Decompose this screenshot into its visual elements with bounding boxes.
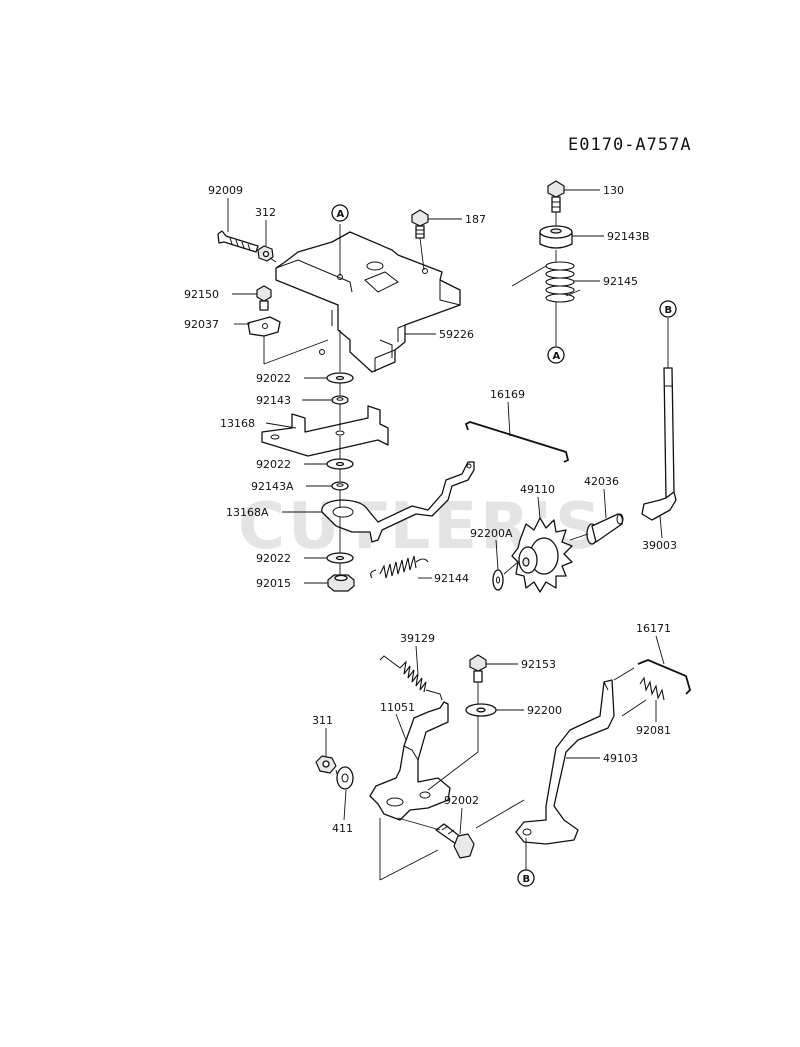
part-92002-bolt <box>435 823 475 859</box>
diagram-id: E0170-A757A <box>568 135 692 155</box>
label-92144: 92144 <box>434 572 469 585</box>
label-187: 187 <box>465 213 486 226</box>
part-411-washer <box>336 766 354 790</box>
part-92153-bolt <box>469 654 487 683</box>
part-11051-arm <box>369 701 451 821</box>
ref-marker-a-right: A <box>547 346 565 364</box>
label-411: 411 <box>332 822 353 835</box>
label-13168: 13168 <box>220 417 255 430</box>
label-39003: 39003 <box>642 539 677 552</box>
part-130-bolt <box>547 180 565 213</box>
label-49110: 49110 <box>520 483 555 496</box>
part-92009-bolt <box>217 230 259 253</box>
label-11051: 11051 <box>380 701 415 714</box>
label-16169: 16169 <box>490 388 525 401</box>
label-92002: 92002 <box>444 794 479 807</box>
label-92143B: 92143B <box>607 230 650 243</box>
part-13168-plate <box>261 405 389 457</box>
part-92022-washer-a <box>326 372 354 384</box>
leader-lines <box>227 189 665 835</box>
label-92022-a: 92022 <box>256 372 291 385</box>
label-92145: 92145 <box>603 275 638 288</box>
label-311: 311 <box>312 714 333 727</box>
label-92009: 92009 <box>208 184 243 197</box>
part-42036-shaft <box>586 513 624 545</box>
label-39129: 39129 <box>400 632 435 645</box>
part-92143A-collar <box>331 481 349 491</box>
label-92143A: 92143A <box>251 480 294 493</box>
label-92037: 92037 <box>184 318 219 331</box>
label-13168A: 13168A <box>226 506 269 519</box>
assembly-lines <box>263 212 669 881</box>
part-92015-nut <box>327 574 355 592</box>
label-92015: 92015 <box>256 577 291 590</box>
label-92022-b: 92022 <box>256 458 291 471</box>
part-49103-lever <box>515 679 615 845</box>
part-92143B-collar <box>539 225 573 249</box>
part-92022-washer-c <box>326 552 354 564</box>
svg-text:A: A <box>337 209 345 220</box>
label-130: 130 <box>603 184 624 197</box>
part-39003-shaft <box>641 367 677 521</box>
label-92150: 92150 <box>184 288 219 301</box>
part-92037-clamp <box>247 316 281 337</box>
part-92200A-washer <box>492 569 504 591</box>
part-39129-spring <box>379 655 443 701</box>
part-13168A-lever <box>321 461 475 543</box>
part-16169-rod <box>464 421 570 463</box>
ref-marker-b-bottom: B <box>517 869 535 887</box>
label-92153: 92153 <box>521 658 556 671</box>
part-92200-washer <box>465 703 497 717</box>
label-312: 312 <box>255 206 276 219</box>
part-92144-spring <box>370 555 429 579</box>
ref-marker-a-top: A <box>331 204 349 222</box>
ref-marker-b-top: B <box>659 300 677 318</box>
part-16171-rod <box>637 659 692 695</box>
part-311-nut <box>315 755 337 774</box>
svg-text:A: A <box>553 351 561 362</box>
label-49103: 49103 <box>603 752 638 765</box>
part-92150-bolt <box>256 285 272 311</box>
part-187-bolt <box>411 209 429 239</box>
label-92022-c: 92022 <box>256 552 291 565</box>
part-92145-spring <box>545 261 575 303</box>
part-59226-bracket <box>275 231 461 373</box>
part-92022-washer-b <box>326 458 354 470</box>
label-92081: 92081 <box>636 724 671 737</box>
label-59226: 59226 <box>439 328 474 341</box>
part-49110-gear <box>511 517 573 593</box>
part-312-nut <box>257 245 274 262</box>
svg-text:B: B <box>523 874 531 885</box>
part-labels: 92009 312 187 130 92143B 92145 92150 920… <box>184 184 677 835</box>
label-42036: 42036 <box>584 475 619 488</box>
label-92143: 92143 <box>256 394 291 407</box>
label-92200A: 92200A <box>470 527 513 540</box>
part-92143-collar <box>331 395 349 405</box>
label-92200: 92200 <box>527 704 562 717</box>
svg-text:B: B <box>665 305 673 316</box>
label-16171: 16171 <box>636 622 671 635</box>
part-92081-spring <box>639 676 665 701</box>
